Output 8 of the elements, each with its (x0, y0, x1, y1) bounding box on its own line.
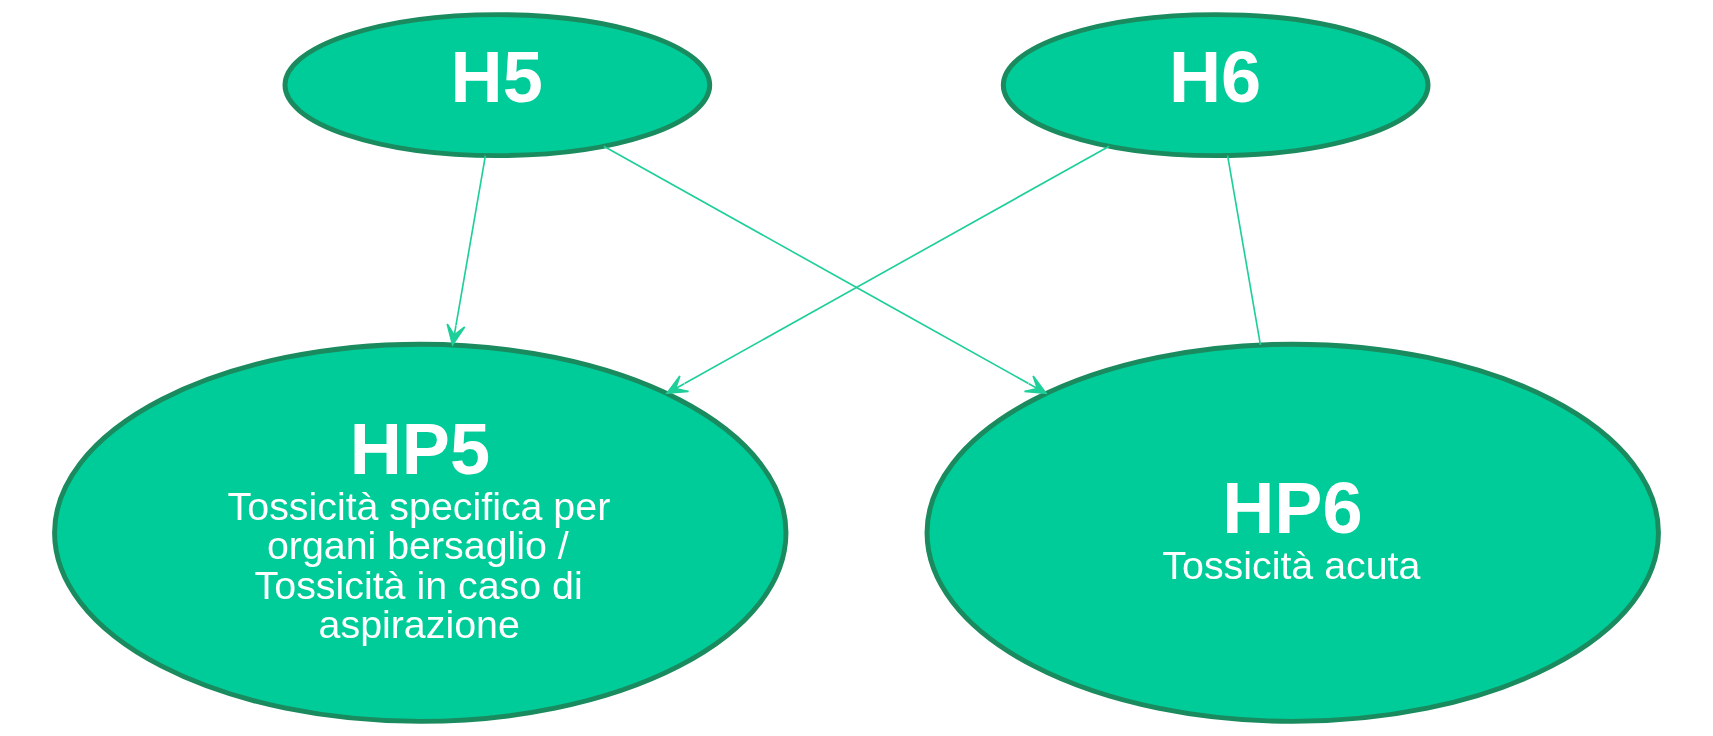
node-ellipse: HP5 Tossicità specifica per organi bersaglio / Tossicità in caso di aspirazione (52, 341, 789, 724)
node-ellipse: H5 (282, 12, 713, 159)
arrow (602, 145, 1047, 395)
arrow (666, 145, 1110, 395)
connector (1226, 154, 1262, 346)
node-ellipse: H6 (1000, 12, 1431, 159)
node-ellipse: HP6 Tossicità acuta (924, 341, 1661, 724)
arrow (446, 154, 487, 346)
